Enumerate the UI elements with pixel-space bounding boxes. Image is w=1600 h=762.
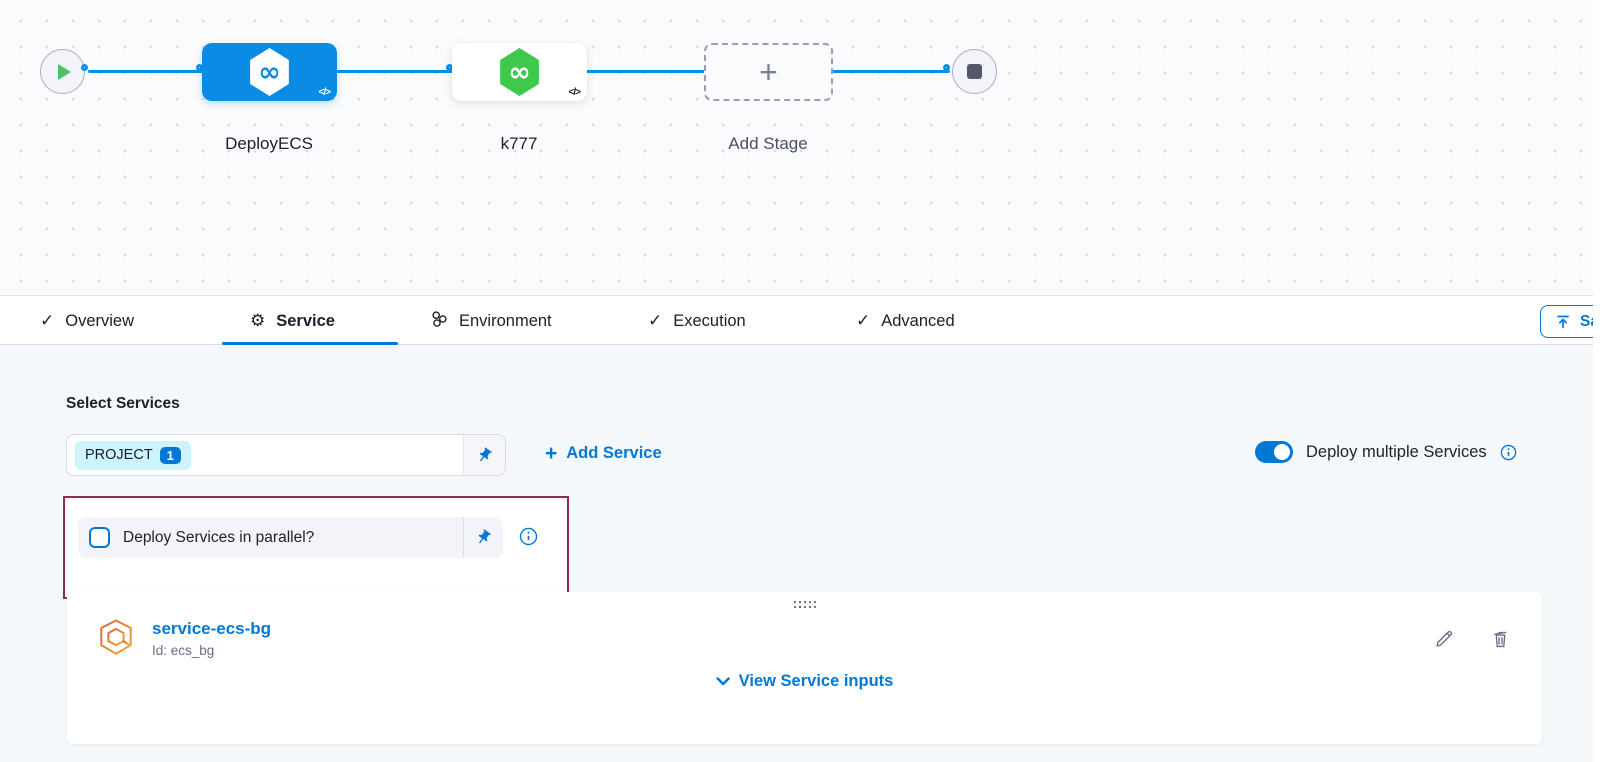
service-card: service-ecs-bg Id: ecs_bg View Service i… [67,592,1542,744]
stage-label-deployecs[interactable]: DeployECS [225,134,313,153]
stage-node-deployecs[interactable]: ∞ </> [202,43,337,101]
pin-fixed-value-button[interactable] [463,435,505,475]
pin-icon [479,447,492,461]
stage-label-k777[interactable]: k777 [500,134,538,153]
deploy-multiple-services-row: Deploy multiple Services [1255,441,1517,463]
tab-overview[interactable]: ✓ Overview [40,297,134,345]
service-name-link[interactable]: service-ecs-bg [152,619,272,638]
pipeline-canvas[interactable]: ∞ </> ∞ </> + DeployECS k777 Add Stage [0,0,1600,296]
plus-icon: + [545,442,558,465]
trash-icon [1494,631,1507,648]
selected-services[interactable]: PROJECT 1 [67,435,463,475]
service-summary: service-ecs-bg Id: ecs_bg [97,618,271,659]
tab-service[interactable]: ⚙ Service [250,297,335,345]
gear-icon: ⚙ [250,310,266,331]
deploy-parallel-label: Deploy Services in parallel? [123,528,315,546]
deploy-multiple-info-button[interactable] [1500,444,1517,461]
upload-icon [1557,315,1569,328]
stage-label-add-stage[interactable]: Add Stage [728,134,808,153]
deploy-parallel-info-button[interactable] [519,527,538,546]
pipeline-end-node[interactable] [952,49,997,94]
deploy-parallel-checkbox[interactable] [89,527,110,548]
add-stage-button[interactable]: + [704,43,833,101]
environment-icon [430,310,448,332]
info-icon [519,527,538,546]
tab-label: Environment [459,311,552,330]
tab-label: Service [276,311,335,330]
save-button[interactable]: Save [1540,305,1600,338]
service-tag[interactable]: PROJECT 1 [75,440,191,470]
harness-stage-icon: ∞ [500,48,539,96]
right-edge-gutter [1593,0,1600,762]
port-stage2-in[interactable] [446,64,453,71]
drag-handle[interactable] [793,601,816,608]
port-stage1-in[interactable] [196,64,203,71]
pin-icon [478,529,491,544]
yaml-code-icon[interactable]: </> [318,87,332,98]
play-icon [58,63,71,80]
tab-label: Execution [673,311,746,330]
pencil-icon [1436,630,1453,647]
add-service-label: Add Service [566,444,662,462]
service-id: Id: ecs_bg [152,643,215,658]
port-start-out[interactable] [81,64,88,71]
check-icon: ✓ [40,310,55,331]
pipeline-start-node[interactable] [40,49,85,94]
active-tab-underline [222,342,398,345]
stage-node-k777[interactable]: ∞ </> [452,43,587,101]
pin-fixed-value-button[interactable] [463,517,503,558]
tab-label: Advanced [881,311,955,330]
service-tag-count-badge: 1 [159,446,181,464]
ecs-service-icon [100,619,132,655]
port-end-in[interactable] [943,64,950,71]
view-service-inputs-label: View Service inputs [738,672,894,690]
tab-environment[interactable]: Environment [430,297,552,345]
harness-cd-icon: ∞ [250,48,289,96]
plus-icon: + [759,53,778,90]
yaml-code-icon[interactable]: </> [568,87,582,98]
edit-service-button[interactable] [1433,628,1455,655]
check-icon: ✓ [648,310,663,331]
deploy-parallel-field: Deploy Services in parallel? [78,517,503,558]
tab-advanced[interactable]: ✓ Advanced [856,297,955,345]
check-icon: ✓ [856,310,871,331]
add-service-button[interactable]: + Add Service [545,443,662,464]
stage-tabbar: ✓ Overview ⚙ Service Environment ✓ Execu… [0,297,1600,345]
select-services-label: Select Services [66,395,180,412]
deploy-multiple-label: Deploy multiple Services [1306,442,1487,461]
tab-label: Overview [65,311,135,330]
service-tag-label: PROJECT [85,447,153,463]
chevron-down-icon [715,677,730,686]
select-services-input[interactable]: PROJECT 1 [66,434,506,476]
stop-icon [967,64,982,79]
tab-execution[interactable]: ✓ Execution [648,297,746,345]
deploy-multiple-toggle[interactable] [1255,441,1293,463]
view-service-inputs-button[interactable]: View Service inputs [715,672,894,691]
info-icon [1500,444,1516,460]
delete-service-button[interactable] [1490,628,1511,655]
toggle-knob [1274,444,1290,460]
